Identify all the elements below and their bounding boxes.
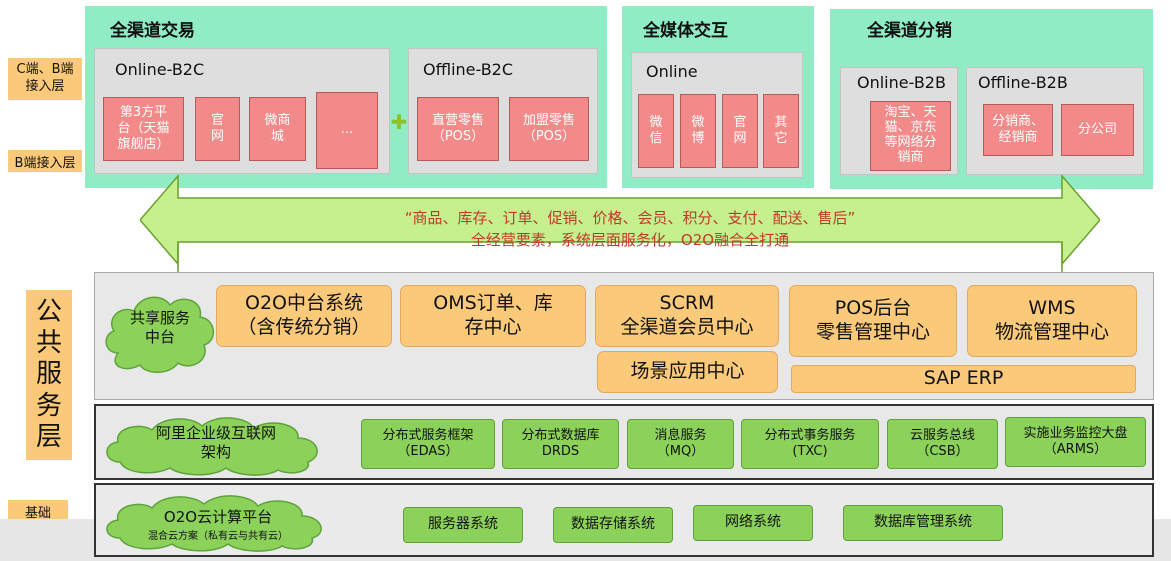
drds-distributed-database: 分布式数据库 DRDS — [502, 419, 619, 469]
pos-retail-management-center: POS后台 零售管理中心 — [789, 285, 957, 357]
oms-order-inventory-center: OMS订单、库 存中心 — [400, 285, 586, 347]
shared-service-cloud-label: 共享服务 中台 — [129, 308, 190, 347]
wms-logistics-center: WMS 物流管理中心 — [967, 285, 1137, 357]
o2o-cloud-platform-title: O2O云计算平台 — [163, 508, 273, 526]
online-distributors: 淘宝、天 猫、京东 等网络分 销商 — [870, 101, 951, 171]
sap-erp: SAP ERP — [791, 365, 1136, 393]
franchise-retail-pos: 加盟零售 （POS） — [509, 97, 589, 161]
more-channels: ... — [316, 92, 378, 169]
data-storage-system: 数据存储系统 — [553, 507, 673, 543]
integration-double-arrow — [140, 173, 1100, 277]
media-online-title: Online — [646, 62, 698, 81]
label-public-service-layer: 公 共 服 务 层 — [26, 290, 72, 460]
label-c-b-access-layer: C端、B端 接入层 — [8, 58, 82, 100]
database-management-system: 数据库管理系统 — [843, 505, 1003, 541]
plus-icon: ✚ — [390, 110, 408, 134]
arms-monitoring-dashboard: 实施业务监控大盘 （ARMS） — [1005, 417, 1146, 467]
online-b2b-title: Online-B2B — [857, 73, 946, 92]
ali-architecture-cloud — [106, 417, 318, 476]
label-b-access-layer: B端接入层 — [8, 150, 82, 172]
media-official-site: 官 网 — [722, 94, 758, 168]
offline-b2b-title: Offline-B2B — [978, 73, 1068, 92]
csb-cloud-service-bus: 云服务总线 （CSB） — [887, 419, 998, 469]
shared-service-cloud — [105, 296, 214, 373]
distributors-dealers: 分销商、 经销商 — [983, 104, 1053, 156]
tmall-flagship-store: 第3方平 台（天猫 旗舰店） — [103, 97, 184, 161]
online-b2c-title: Online-B2C — [115, 60, 205, 79]
official-site: 官 网 — [195, 97, 240, 161]
wechat-mall: 微商 城 — [249, 97, 306, 161]
weibo-channel: 微 博 — [680, 94, 716, 168]
media-other: 其 它 — [763, 94, 799, 168]
mq-message-service: 消息服务 （MQ） — [627, 419, 734, 469]
omni-trade-title: 全渠道交易 — [110, 21, 195, 41]
arrow-text-business-elements: “商品、库存、订单、促销、价格、会员、积分、支付、配送、售后” — [404, 209, 856, 227]
txc-transaction-service: 分布式事务服务 (TXC) — [741, 419, 879, 469]
ali-architecture-cloud-label: 阿里企业级互联网 架构 — [155, 423, 276, 462]
offline-b2c-title: Offline-B2C — [423, 60, 514, 79]
scene-application-center: 场景应用中心 — [597, 351, 778, 393]
wechat-channel: 微 信 — [638, 94, 674, 168]
edas-service-framework: 分布式服务框架 （EDAS） — [361, 419, 495, 469]
direct-retail-pos: 直营零售 （POS） — [417, 97, 499, 161]
hybrid-cloud-subtitle: 混合云方案（私有云与共有云） — [148, 531, 288, 542]
omni-distribution-title: 全渠道分销 — [867, 21, 952, 41]
branch-company: 分公司 — [1061, 104, 1134, 156]
scrm-member-center: SCRM 全渠道会员中心 — [595, 285, 779, 347]
o2o-cloud-platform-cloud — [106, 495, 322, 552]
omni-media-title: 全媒体交互 — [643, 21, 728, 41]
arrow-text-o2o-integration: 全经营要素，系统层面服务化，O2O融合全打通 — [470, 231, 790, 249]
o2o-middle-platform-system: O2O中台系统 （含传统分销） — [216, 285, 392, 347]
network-system: 网络系统 — [693, 505, 813, 541]
server-system: 服务器系统 — [403, 507, 523, 543]
